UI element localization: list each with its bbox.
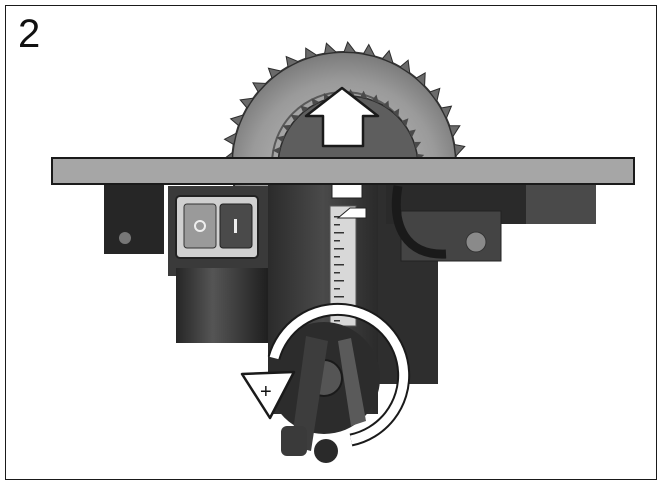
scale-tick [334, 288, 340, 290]
blade-tooth [323, 42, 338, 55]
blade-tooth [252, 82, 268, 93]
blade-tooth [285, 55, 300, 68]
scale-tick [334, 224, 340, 226]
machine-body [104, 183, 596, 463]
lower-blade-tooth [290, 114, 300, 122]
blade-tooth [343, 41, 357, 54]
blade-tooth [415, 72, 426, 88]
rotate-clockwise-icon: + [240, 302, 411, 447]
blade-tooth [267, 67, 283, 80]
blade-tooth [448, 125, 461, 139]
lower-blade-tooth [408, 129, 416, 138]
blade-tooth [305, 47, 319, 60]
scale-tick [334, 232, 344, 234]
table-saw-illustration: + [51, 41, 635, 463]
scale-tick [334, 280, 344, 282]
scale-tick [334, 240, 340, 242]
blade-tooth [381, 49, 394, 65]
lower-blade-tooth [413, 141, 422, 150]
blade-tooth [223, 132, 238, 146]
blade-tooth [362, 43, 376, 58]
scale-tick [334, 248, 344, 250]
table-plate [51, 157, 635, 185]
lower-blade-tooth [311, 98, 320, 106]
lower-blade-tooth [360, 90, 368, 99]
rotation-sign: + [260, 381, 272, 403]
blade-tooth [229, 114, 245, 127]
arrow-up-icon [304, 86, 380, 148]
scale-tick [334, 264, 344, 266]
lower-blade-tooth [300, 105, 309, 113]
scale-tick [334, 256, 340, 258]
lower-blade-tooth [371, 94, 379, 104]
lower-blade-tooth [282, 124, 292, 131]
blade-tooth [428, 87, 441, 103]
scale-tick [334, 272, 340, 274]
figure-frame: 2 [5, 5, 657, 480]
lower-blade-tooth [272, 146, 281, 154]
scale-tick [334, 296, 344, 298]
lower-blade-tooth [401, 118, 409, 127]
lower-blade-tooth [392, 108, 400, 118]
lower-blade-tooth [383, 100, 390, 110]
blade-tooth [239, 97, 255, 109]
scale-tick [334, 320, 340, 322]
blade-tooth [440, 105, 453, 120]
step-number-label: 2 [18, 12, 41, 56]
blade-tooth [399, 59, 411, 75]
blade-tooth [453, 143, 466, 158]
lower-blade-tooth [276, 135, 286, 143]
